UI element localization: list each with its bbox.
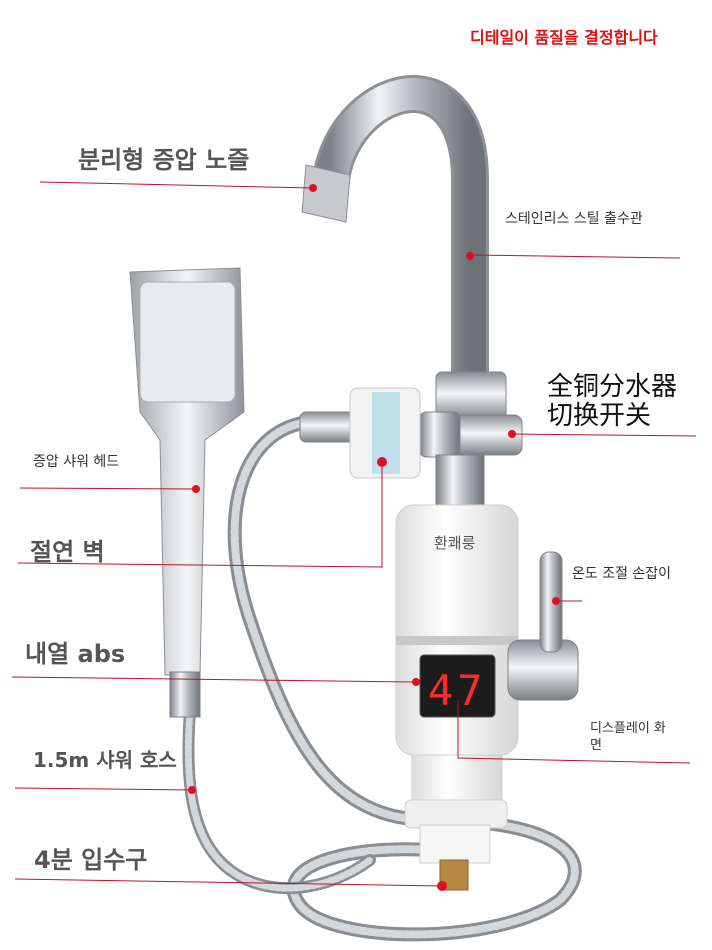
leader-lines [11,181,697,887]
leader-hose [14,787,193,791]
dot-shower-head [192,485,200,493]
leader-nozzle [39,181,314,189]
leader-shower-head [19,487,197,490]
label-insulation: 절연 벽 [30,538,105,566]
dot-nozzle [309,184,317,192]
hose-connector [299,387,421,479]
label-hose: 1.5m 샤워 호스 [33,748,177,772]
label-temp-knob: 온도 조절 손잡이 [572,566,672,582]
leader-display [457,700,691,764]
marker-dots [188,184,560,891]
slogan-text: 디테일이 품질을 결정합니다 [470,28,658,47]
label-valve-line2: 切换开关 [547,401,652,431]
dot-insulation [377,457,387,467]
label-heater: 내열 abs [25,640,126,668]
dot-spout [466,252,474,260]
leader-heater [11,676,417,683]
label-inlet: 4분 입수구 [34,846,148,874]
brand-label: 환쾌룽 [434,535,476,552]
shower-hose [182,414,582,942]
label-valve-line1: 全铜分水器 [547,372,678,402]
heater-body [395,504,519,891]
leader-inlet [14,878,443,887]
leader-spout [469,254,681,259]
diverter-valve [419,371,523,506]
leader-insulation [17,462,383,568]
leader-valve [511,433,697,437]
dot-inlet [437,881,447,891]
temperature-readout: 47 [428,666,487,715]
label-nozzle: 분리형 증압 노즐 [78,146,250,174]
dot-hose [188,786,196,794]
label-display: 디스플레이 화 면 [590,721,666,753]
stainless-spout [301,75,489,375]
temperature-knob [507,551,579,701]
label-shower-head: 증압 샤워 헤드 [33,454,120,470]
shower-head [129,267,245,718]
dot-temp-knob [552,597,560,605]
label-spout: 스테인리스 스틸 출수관 [505,211,643,227]
dot-heater [412,678,420,686]
dot-valve [508,430,516,438]
